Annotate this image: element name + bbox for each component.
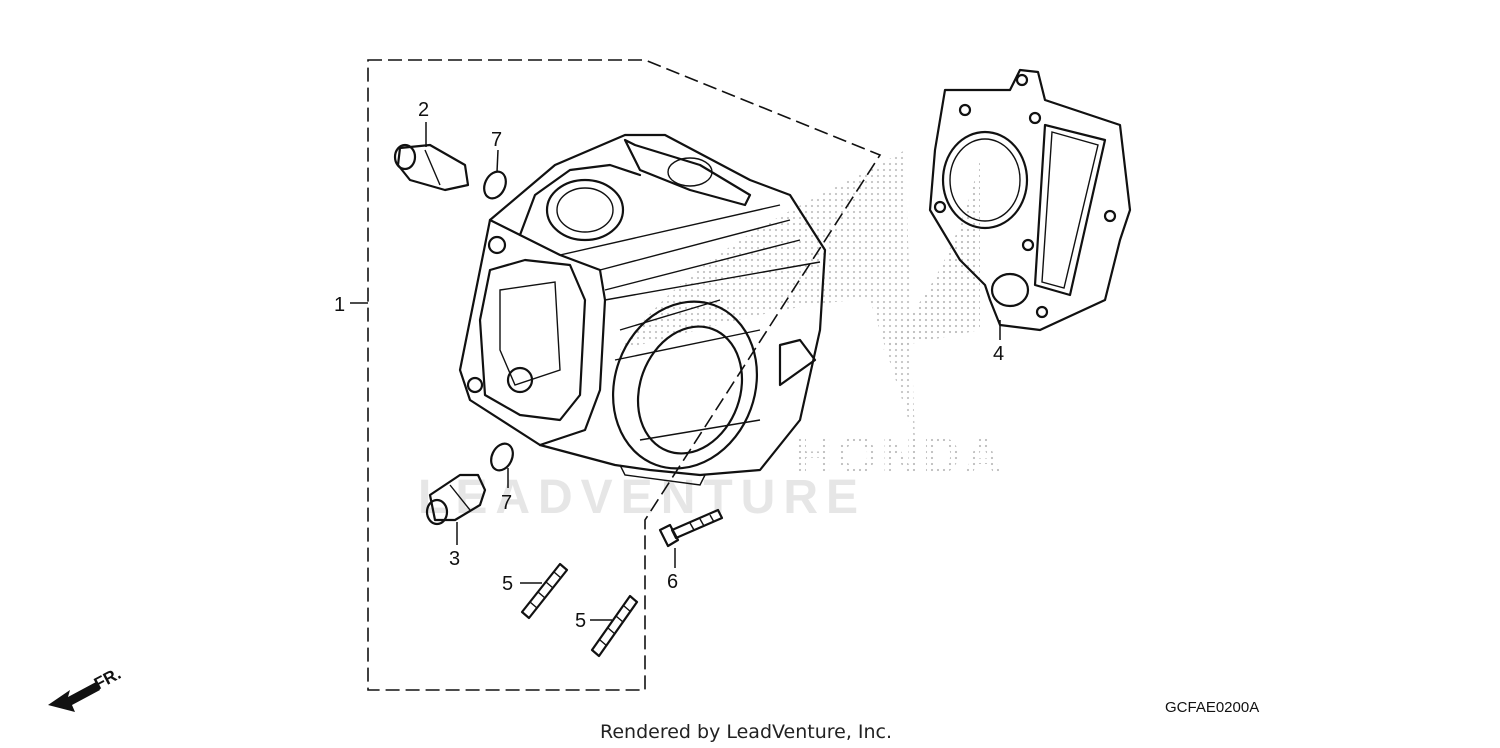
watermark-text: LEADVENTURE	[418, 471, 866, 524]
front-arrow-icon	[48, 682, 100, 712]
stud-lower	[590, 594, 639, 658]
callout-6: 6	[667, 571, 678, 593]
leader-lines	[350, 122, 1001, 621]
o-ring-top	[483, 170, 507, 200]
part-3	[425, 473, 487, 526]
assembly-boundary	[367, 59, 882, 691]
callout-1: 1	[334, 294, 345, 316]
head-gasket	[928, 68, 1132, 332]
cylinder-head	[458, 133, 827, 486]
callout-4: 4	[993, 343, 1004, 365]
watermark-brand: HONDA	[795, 427, 1006, 485]
callout-2: 2	[418, 99, 429, 121]
diagram-code: GCFAE0200A	[1165, 699, 1259, 716]
callout-7-top: 7	[491, 129, 502, 151]
watermark-logo: HONDA LEADVENTURE	[418, 150, 1006, 524]
callout-5-upper: 5	[502, 573, 513, 595]
callout-3: 3	[449, 548, 460, 570]
footer-credit: Rendered by LeadVenture, Inc.	[600, 721, 892, 743]
stud-upper	[520, 562, 569, 620]
callout-7-bottom: 7	[501, 492, 512, 514]
o-ring-bottom	[490, 442, 514, 472]
callout-5-lower: 5	[575, 610, 586, 632]
bolt	[658, 508, 724, 548]
part-2	[393, 143, 470, 192]
front-direction-indicator: FR.	[48, 664, 124, 712]
